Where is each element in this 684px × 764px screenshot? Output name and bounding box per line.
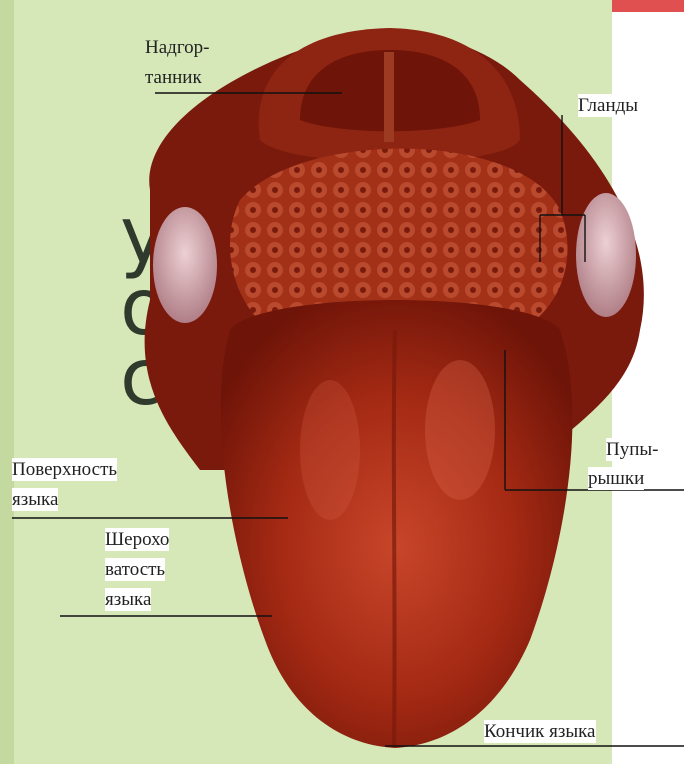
label-papillae-2: рышки (588, 467, 644, 490)
label-roughness-1: Шерохо (105, 528, 169, 551)
label-roughness-2: ватость (105, 558, 165, 581)
label-papillae-1: Пупы- (606, 438, 658, 461)
label-surface-1: Поверхность (12, 458, 117, 481)
label-surface-2: языка (12, 488, 58, 511)
label-tongue-tip: Кончик языка (484, 720, 596, 743)
label-epiglottis-1: Надгор- (145, 36, 209, 59)
label-roughness-3: языка (105, 588, 151, 611)
label-epiglottis-2: танник (145, 66, 202, 89)
label-glands: Гланды (578, 94, 638, 117)
